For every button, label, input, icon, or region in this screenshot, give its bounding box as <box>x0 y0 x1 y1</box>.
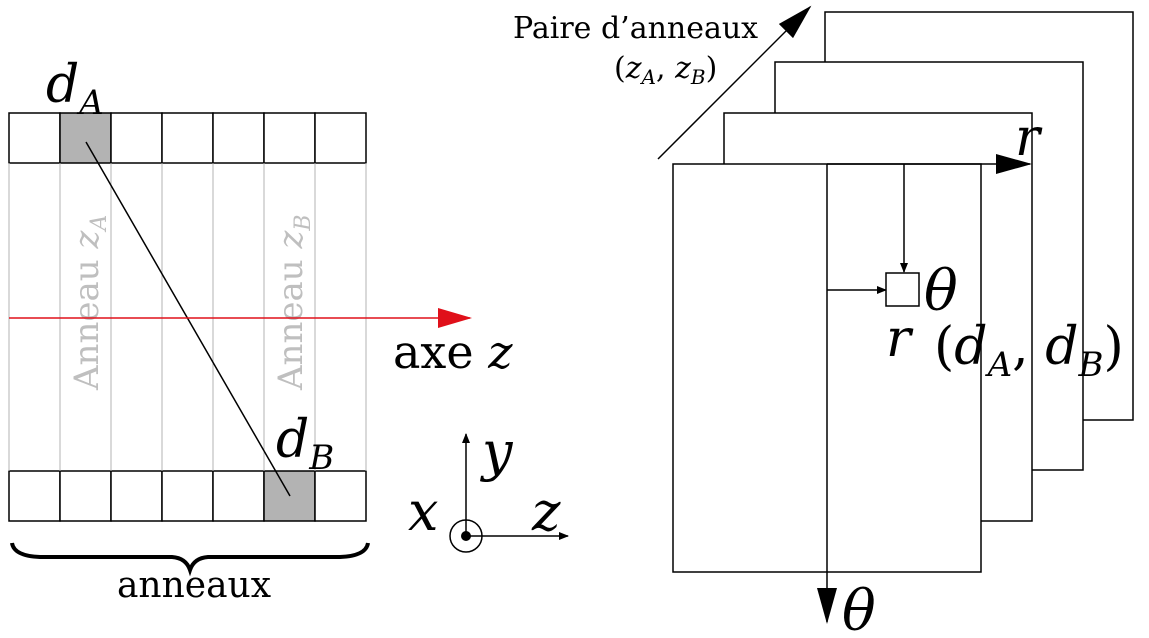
x-axis-out-of-page-icon <box>449 519 483 553</box>
ring-a-label: Anneau zA <box>67 215 112 391</box>
bin-value-label: (dA, dB) <box>934 317 1124 385</box>
triad-x-label: x <box>408 480 438 543</box>
rings-caption: anneaux <box>117 565 271 606</box>
triad-z-label: z <box>531 480 561 543</box>
coordinate-triad: y z x <box>408 420 569 553</box>
ring-b-label: Anneau zB <box>271 214 316 391</box>
detector-cell-a <box>59 112 112 164</box>
detector-cell <box>314 470 367 522</box>
detector-cell <box>161 112 214 164</box>
top-detector-row <box>8 112 367 164</box>
detector-a-label: dA <box>46 55 104 123</box>
ring-pair-title: Paire d’anneaux <box>513 11 758 46</box>
detector-cell <box>110 112 163 164</box>
detector-cell <box>263 112 316 164</box>
bin-theta-label: θ <box>924 259 958 324</box>
detector-cell <box>59 470 112 522</box>
bottom-detector-row <box>8 470 367 522</box>
ring-scanner-schematic: Anneau zA Anneau zB axe z dA dB anneaux <box>8 55 513 606</box>
ring-pair-axis-arrow <box>657 5 812 160</box>
bin-r-label: r <box>886 309 914 369</box>
sinogram-bin <box>885 272 920 307</box>
detector-cell <box>8 470 61 522</box>
detector-cell <box>314 112 367 164</box>
triad-y-label: y <box>480 420 514 483</box>
z-axis-label: axe z <box>393 325 513 379</box>
ring-pair-coords: (zA, zB) <box>614 51 717 89</box>
line-of-response <box>85 141 291 497</box>
rings-brace <box>10 542 370 577</box>
detector-cell <box>8 112 61 164</box>
theta-axis-label: θ <box>842 579 876 638</box>
sinogram-stack: Paire d’anneaux (zA, zB) r θ θ r (dA, dB… <box>513 5 1134 638</box>
detector-cell <box>161 470 214 522</box>
detector-cell <box>110 470 163 522</box>
detector-cell <box>212 470 265 522</box>
ring-separators <box>8 163 367 471</box>
detector-b-label: dB <box>276 410 334 478</box>
r-axis-label: r <box>1015 108 1043 168</box>
detector-cell <box>212 112 265 164</box>
